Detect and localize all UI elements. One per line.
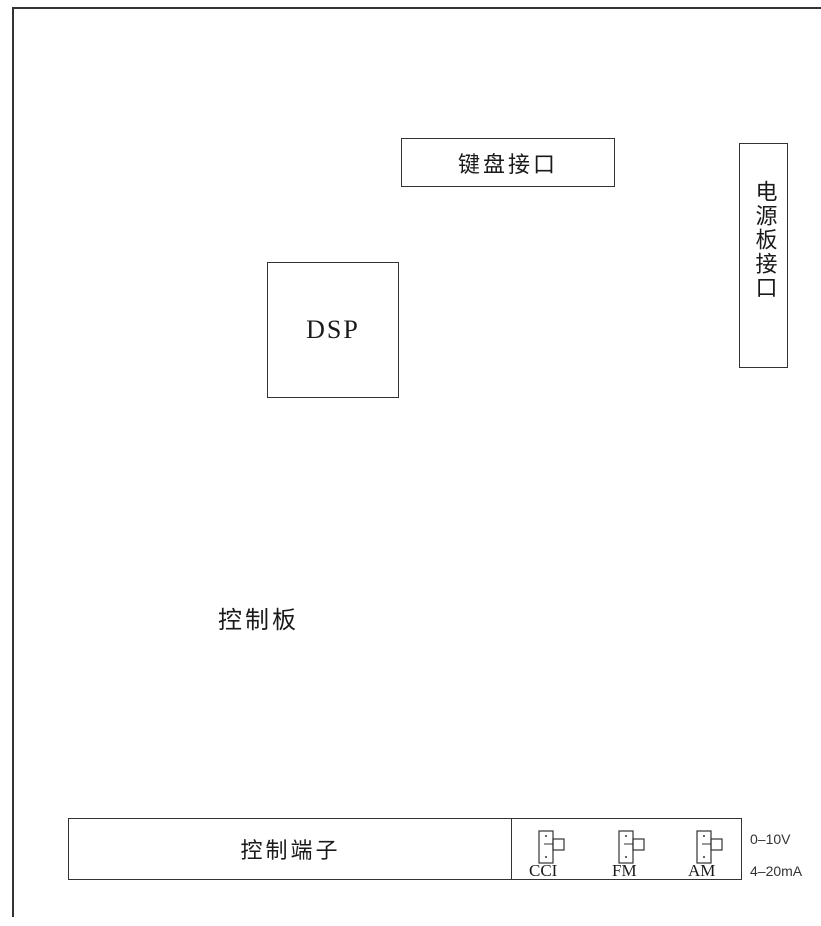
jumper-block: CCI FM AM [511,818,742,880]
dsp-label: DSP [306,315,360,344]
keyboard-interface-box: 键盘接口 [401,138,615,187]
terminal-label-cci: CCI [529,861,558,880]
fm-jumper-icon[interactable] [618,830,654,864]
control-terminal-box: 控制端子 [68,818,513,880]
voltage-range-label: 0–10V [750,831,791,847]
control-terminal-label: 控制端子 [240,839,341,864]
keyboard-interface-label: 键盘接口 [457,152,558,178]
terminal-label-fm: FM [612,861,637,880]
control-board-label: 控制板 [218,606,299,634]
cci-jumper-icon[interactable] [538,830,574,864]
current-range-label: 4–20mA [750,863,803,879]
dsp-chip-box: DSP [267,262,399,398]
power-board-interface-label: 电源板接口 [751,180,777,300]
board-left-edge [12,7,14,917]
am-jumper-icon[interactable] [696,830,732,864]
power-board-interface-box: 电源板接口 [739,143,788,368]
terminal-label-am: AM [688,861,716,880]
board-top-edge [12,7,821,9]
